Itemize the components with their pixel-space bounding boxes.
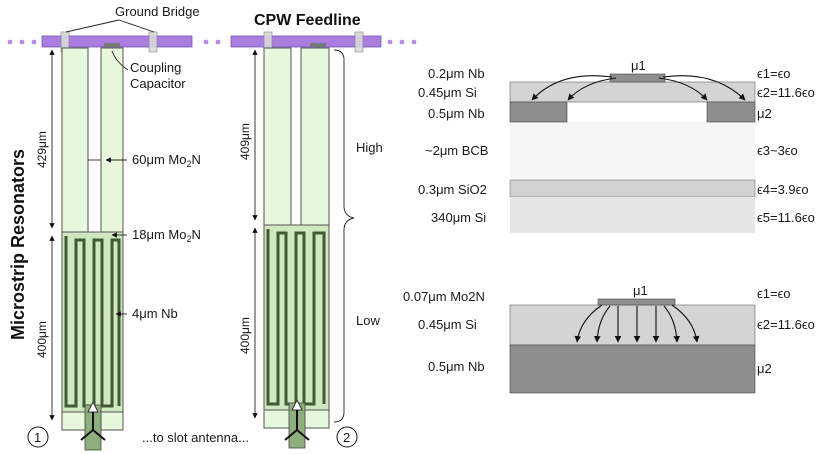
- high-low-brace: [333, 49, 355, 423]
- stack-bottom-eps-2: μ2: [757, 361, 772, 376]
- meander-2: [266, 229, 326, 406]
- dim-400-left-label: 400μm: [35, 321, 49, 358]
- stack-top-layer-0: 0.2μm Nb: [428, 66, 485, 81]
- ground-bridge-leader: [118, 19, 155, 33]
- circle-2: [336, 426, 358, 448]
- circle-1: [27, 426, 49, 448]
- circle-1-label: 1: [34, 430, 41, 445]
- width-18-label: 18μm Mo2N: [132, 227, 201, 244]
- stack-top-eps-5: ϵ5=11.6ϵo: [757, 210, 815, 225]
- dim-409-label: 409μm: [238, 123, 252, 160]
- resonator-2: [263, 47, 330, 449]
- microstrip-resonators-title: Microstrip Resonators: [8, 149, 28, 340]
- stack-top-layer-3: ~2μm BCB: [425, 143, 488, 158]
- high-label: High: [356, 140, 383, 155]
- cpw-feedline-right: [230, 35, 382, 48]
- coupling-capacitor-leader: [111, 50, 129, 71]
- coupling-capacitor-label-2: Capacitor: [130, 76, 186, 91]
- cpw-feedline-label: CPW Feedline: [254, 12, 361, 29]
- stack-top-layer-5: 340μm Si: [431, 210, 486, 225]
- width-4-label: 4μm Nb: [132, 306, 178, 321]
- stack-top-eps-0: ϵ1=ϵo: [757, 66, 791, 81]
- meander-1: [64, 236, 121, 408]
- mu1-bottom-label: μ1: [633, 283, 648, 298]
- stack-bottom-layer-1: 0.45μm Si: [418, 317, 477, 332]
- ground-bridge-leader-2: [65, 19, 120, 33]
- circle-2-label: 2: [343, 430, 350, 445]
- resonator-1: [61, 47, 124, 451]
- mu1-top-label: μ1: [631, 58, 646, 73]
- stack-top-eps-1: ϵ2=11.6ϵo: [757, 85, 815, 100]
- stack-bottom-layer-0: 0.07μm Mo2N: [403, 289, 485, 304]
- stack-top-eps-4: ϵ4=3.9ϵo: [757, 182, 809, 197]
- stack-top-layer-1: 0.45μm Si: [418, 85, 477, 100]
- to-slot-antenna-label: ...to slot antenna...: [142, 430, 249, 445]
- stack-bottom-eps-0: ϵ1=ϵo: [757, 286, 791, 301]
- dim-429-label: 429μm: [35, 131, 49, 168]
- low-label: Low: [356, 313, 380, 328]
- dim-400-right-label: 400μm: [238, 317, 252, 354]
- ground-bridge-label: Ground Bridge: [115, 4, 200, 19]
- stack-bottom-layer-2: 0.5μm Nb: [428, 359, 485, 374]
- stack-top-eps-2: μ2: [757, 106, 772, 121]
- stack-top-layer-4: 0.3μm SiO2: [418, 182, 487, 197]
- coupling-capacitor-label-1: Coupling: [130, 60, 181, 75]
- width-60-label: 60μm Mo2N: [132, 152, 201, 169]
- stack-bottom-eps-1: ϵ2=11.6ϵo: [757, 317, 815, 332]
- stack-top: [509, 73, 756, 233]
- stack-top-eps-3: ϵ3~3ϵo: [757, 143, 798, 158]
- stack-top-layer-2: 0.5μm Nb: [428, 106, 485, 121]
- stack-bottom: [509, 298, 756, 394]
- feedline-dots: [7, 39, 417, 45]
